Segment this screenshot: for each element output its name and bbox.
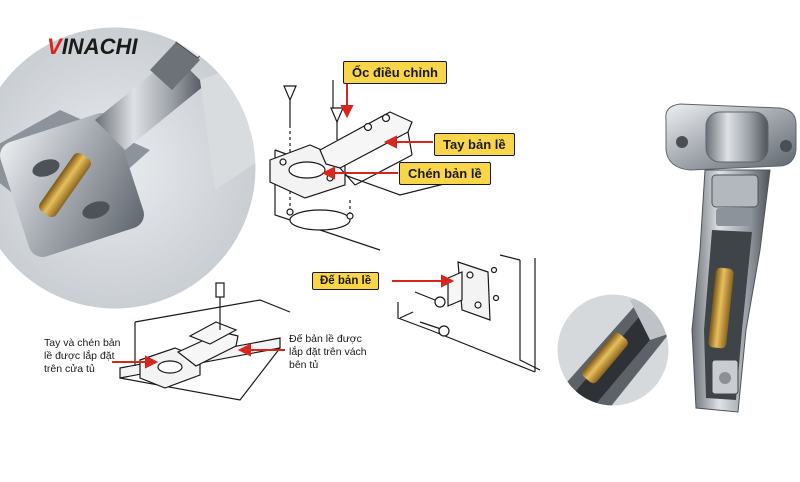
note-door-line-2: lề được lắp đặt xyxy=(44,350,115,362)
label-oc-dieu-chinh: Ốc điều chỉnh xyxy=(343,61,447,84)
base-plate-drawing xyxy=(397,254,541,373)
note-side-line-2: lắp đặt trên vách xyxy=(289,346,367,358)
door-mounting-arrows xyxy=(112,343,285,369)
logo-letter-v: V xyxy=(47,34,62,59)
note-door-line-1: Tay và chén bản xyxy=(44,337,121,349)
callout-arrows-top xyxy=(321,74,433,180)
note-door-line-3: trên cửa tủ xyxy=(44,363,95,375)
door-mounting-drawing xyxy=(119,282,291,401)
note-door-mounting: Tay và chén bản lề được lắp đặt trên cửa… xyxy=(44,337,120,376)
note-side-line-1: Đế bản lề được xyxy=(289,333,362,345)
note-side-line-3: bên tủ xyxy=(289,359,319,371)
zoom-photo-bottom-right xyxy=(556,293,670,407)
label-tay-ban-le: Tay bản lề xyxy=(434,133,515,156)
label-de-ban-le: Đế bản lề xyxy=(312,272,380,290)
hinge-product-photo xyxy=(665,103,797,413)
base-plate-arrow xyxy=(392,274,455,288)
vinachi-logo: VINACHI xyxy=(47,34,137,60)
exploded-hinge-drawing xyxy=(269,80,481,251)
label-chen-ban-le: Chén bản lề xyxy=(399,162,491,185)
logo-text: INACHI xyxy=(61,34,138,59)
note-side-panel-mounting: Đế bản lề được lắp đặt trên vách bên tủ xyxy=(289,333,367,372)
